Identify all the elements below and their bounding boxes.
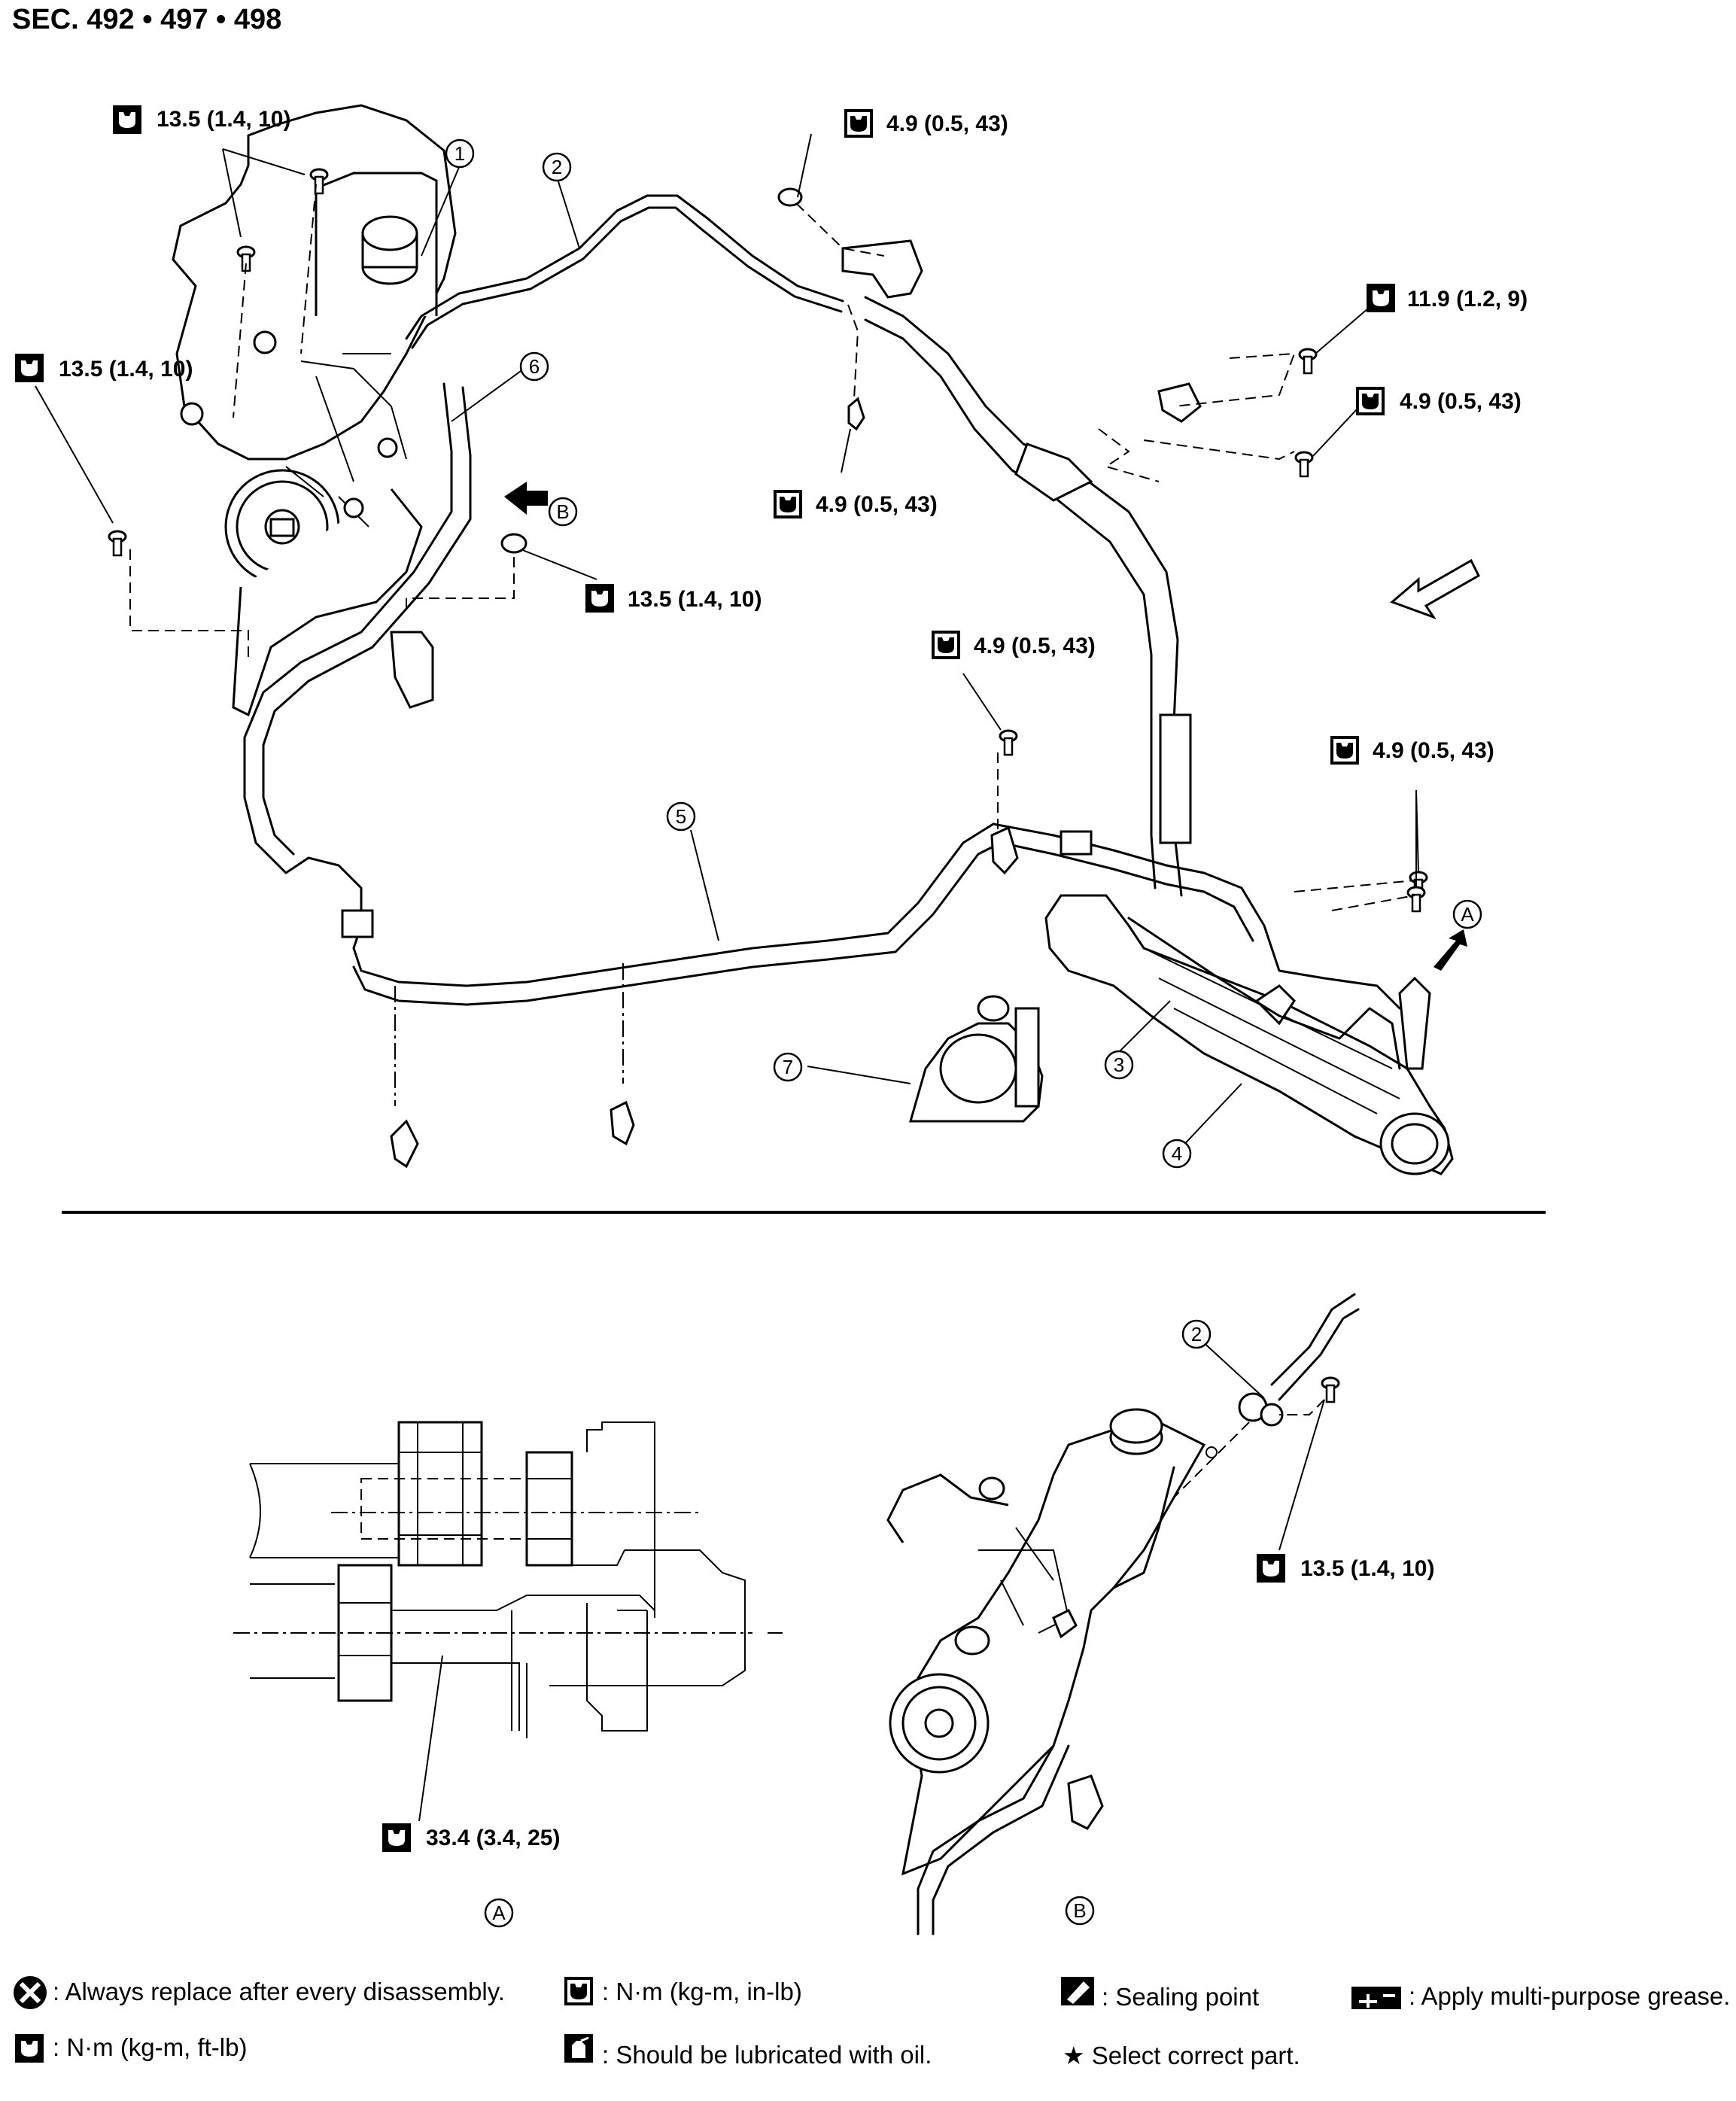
torque-label-1: 13.5 (1.4, 10): [113, 105, 290, 134]
detail-b-label: B: [1065, 1896, 1095, 1926]
legend-replace: : Always replace after every disassembly…: [14, 1976, 505, 2009]
callout-2: 2: [542, 152, 572, 182]
svg-text:33.4 (3.4, 25): 33.4 (3.4, 25): [426, 1826, 560, 1850]
detail-a-label: A: [484, 1898, 514, 1928]
hose-6: [243, 382, 472, 950]
torque-label-5: 11.9 (1.2, 9): [1367, 284, 1528, 312]
callout-4: 4: [1162, 1139, 1192, 1169]
torque-label-6: 4.9 (0.5, 43): [1356, 387, 1522, 415]
detail-a-fitting: [233, 1421, 783, 1822]
torque-label-11: 33.4 (3.4, 25): [382, 1823, 560, 1852]
legend-nm-in: : N·m (kg-m, in-lb): [564, 1977, 802, 2005]
svg-text:: N·m (kg-m, ft-lb): : N·m (kg-m, ft-lb): [53, 2033, 247, 2061]
torque-label-2: 13.5 (1.4, 10): [15, 354, 193, 382]
return-tube-5: [341, 822, 1401, 1010]
svg-text:: Apply multi-purpose grease.: : Apply multi-purpose grease.: [1409, 1982, 1730, 2010]
svg-text:2: 2: [552, 156, 562, 178]
svg-text:: Always replace after every d: : Always replace after every disassembly…: [53, 1978, 505, 2005]
svg-text:: Sealing point: : Sealing point: [1102, 1983, 1259, 2011]
svg-text:A: A: [1461, 903, 1474, 926]
callout-6: 6: [519, 351, 549, 382]
svg-text:B: B: [556, 500, 569, 523]
view-arrows: [504, 482, 1480, 971]
torque-label-3: 4.9 (0.5, 43): [844, 109, 1008, 138]
steering-gear-assembly-4: [1044, 894, 1454, 1175]
fasteners-top: [108, 168, 1428, 1169]
svg-text:5: 5: [676, 805, 686, 828]
svg-text:13.5 (1.4, 10): 13.5 (1.4, 10): [59, 357, 193, 382]
svg-text:3: 3: [1114, 1054, 1124, 1076]
leader-lines-top: [35, 133, 1419, 1152]
view-a-marker: A: [1452, 899, 1482, 929]
callout-3: 3: [1104, 1050, 1134, 1080]
legend-select: ★ Select correct part.: [1063, 2042, 1300, 2069]
svg-text:4.9 (0.5, 43): 4.9 (0.5, 43): [974, 634, 1096, 658]
svg-text:7: 7: [783, 1056, 793, 1078]
svg-text:4.9 (0.5, 43): 4.9 (0.5, 43): [816, 492, 938, 517]
svg-text:13.5 (1.4, 10): 13.5 (1.4, 10): [157, 107, 290, 132]
view-b-marker: B: [548, 497, 578, 527]
svg-text:4.9 (0.5, 43): 4.9 (0.5, 43): [1400, 389, 1522, 414]
legend: : Always replace after every disassembly…: [14, 1976, 1730, 2069]
callout-2-detail: 2: [1181, 1319, 1212, 1349]
legend-grease: : Apply multi-purpose grease.: [1351, 1982, 1730, 2010]
detail-b-hose-2: [1173, 1293, 1360, 1551]
power-steering-pump: [172, 104, 457, 717]
detail-b-pump: [886, 1408, 1206, 1935]
legend-sealing: : Sealing point: [1061, 1977, 1259, 2011]
callout-7: 7: [773, 1052, 803, 1082]
torque-label-7: 13.5 (1.4, 10): [585, 584, 762, 613]
svg-text:13.5 (1.4, 10): 13.5 (1.4, 10): [1300, 1556, 1434, 1581]
svg-text:4: 4: [1172, 1142, 1182, 1165]
guide-lines-top: [129, 184, 1415, 1106]
legend-nm-ft: : N·m (kg-m, ft-lb): [15, 2033, 247, 2063]
callout-1: 1: [445, 138, 475, 169]
svg-text:B: B: [1073, 1899, 1086, 1922]
svg-text:4.9 (0.5, 43): 4.9 (0.5, 43): [886, 111, 1008, 136]
legend-oil: : Should be lubricated with oil.: [564, 2034, 932, 2069]
svg-text:A: A: [492, 1902, 506, 1924]
svg-text:11.9 (1.2, 9): 11.9 (1.2, 9): [1407, 287, 1528, 312]
svg-text:: N·m (kg-m, in-lb): : N·m (kg-m, in-lb): [602, 1978, 802, 2005]
torque-label-10: 13.5 (1.4, 10): [1257, 1554, 1434, 1583]
svg-text:★ Select correct part.: ★ Select correct part.: [1063, 2042, 1300, 2069]
return-hose-2: [405, 194, 844, 349]
section-title: SEC. 492 • 497 • 498: [12, 4, 281, 35]
mounting-insulator-7: [909, 995, 1044, 1123]
torque-label-8: 4.9 (0.5, 43): [932, 631, 1096, 659]
callout-5: 5: [666, 801, 696, 832]
svg-text:1: 1: [455, 142, 465, 165]
svg-text:2: 2: [1191, 1323, 1202, 1345]
svg-text:6: 6: [529, 355, 540, 378]
pressure-hose-3: [864, 296, 1192, 897]
svg-text:4.9 (0.5, 43): 4.9 (0.5, 43): [1373, 738, 1494, 763]
svg-text:13.5 (1.4, 10): 13.5 (1.4, 10): [628, 587, 762, 612]
torque-label-9: 4.9 (0.5, 43): [1330, 736, 1494, 765]
torque-label-4: 4.9 (0.5, 43): [774, 490, 938, 518]
svg-text:: Should be lubricated with oi: : Should be lubricated with oil.: [602, 2041, 932, 2069]
